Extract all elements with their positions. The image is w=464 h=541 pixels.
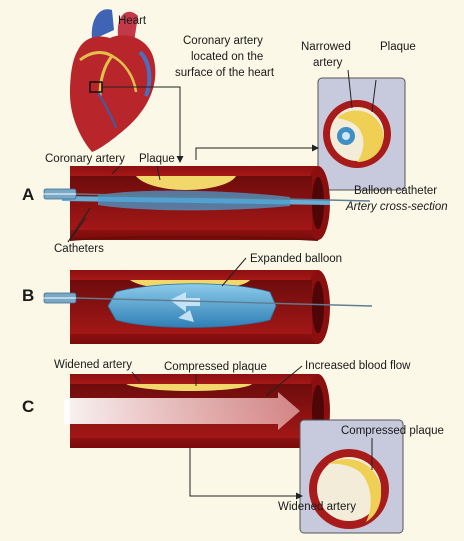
artery-b — [70, 270, 330, 344]
expanded-balloon-label: Expanded balloon — [250, 253, 342, 265]
step-letter-a: A — [22, 185, 34, 204]
step-letter-c: C — [22, 397, 34, 416]
balloon-catheter-label: Balloon catheter — [354, 185, 437, 197]
coronary-location-label-3: surface of the heart — [175, 67, 275, 79]
coronary-location-label-1: Coronary artery — [183, 35, 263, 47]
artery-cross-section-label: Artery cross-section — [345, 201, 448, 213]
artery-c — [64, 374, 330, 448]
cross-section-inset-narrowed — [318, 70, 405, 190]
widened-artery-label: Widened artery — [54, 359, 132, 371]
step-letter-b: B — [22, 286, 34, 305]
coronary-location-label-2: located on the — [191, 51, 263, 63]
widened-artery-inset-label: Widened artery — [278, 501, 356, 513]
heart-label: Heart — [118, 15, 147, 27]
compressed-plaque-inset-label: Compressed plaque — [341, 425, 444, 437]
catheters-label: Catheters — [54, 243, 104, 255]
cross-section-pointer — [196, 148, 318, 160]
plaque-label: Plaque — [139, 153, 175, 165]
coronary-artery-label: Coronary artery — [45, 153, 125, 165]
heart-illustration — [70, 9, 155, 152]
compressed-plaque-label: Compressed plaque — [164, 361, 267, 373]
plaque-top-label: Plaque — [380, 41, 416, 53]
artery-a — [62, 166, 330, 240]
narrowed-artery-label-2: artery — [313, 57, 343, 69]
narrowed-artery-label-1: Narrowed — [301, 41, 351, 53]
increased-blood-flow-label: Increased blood flow — [305, 360, 411, 372]
widened-pointer — [190, 448, 302, 496]
